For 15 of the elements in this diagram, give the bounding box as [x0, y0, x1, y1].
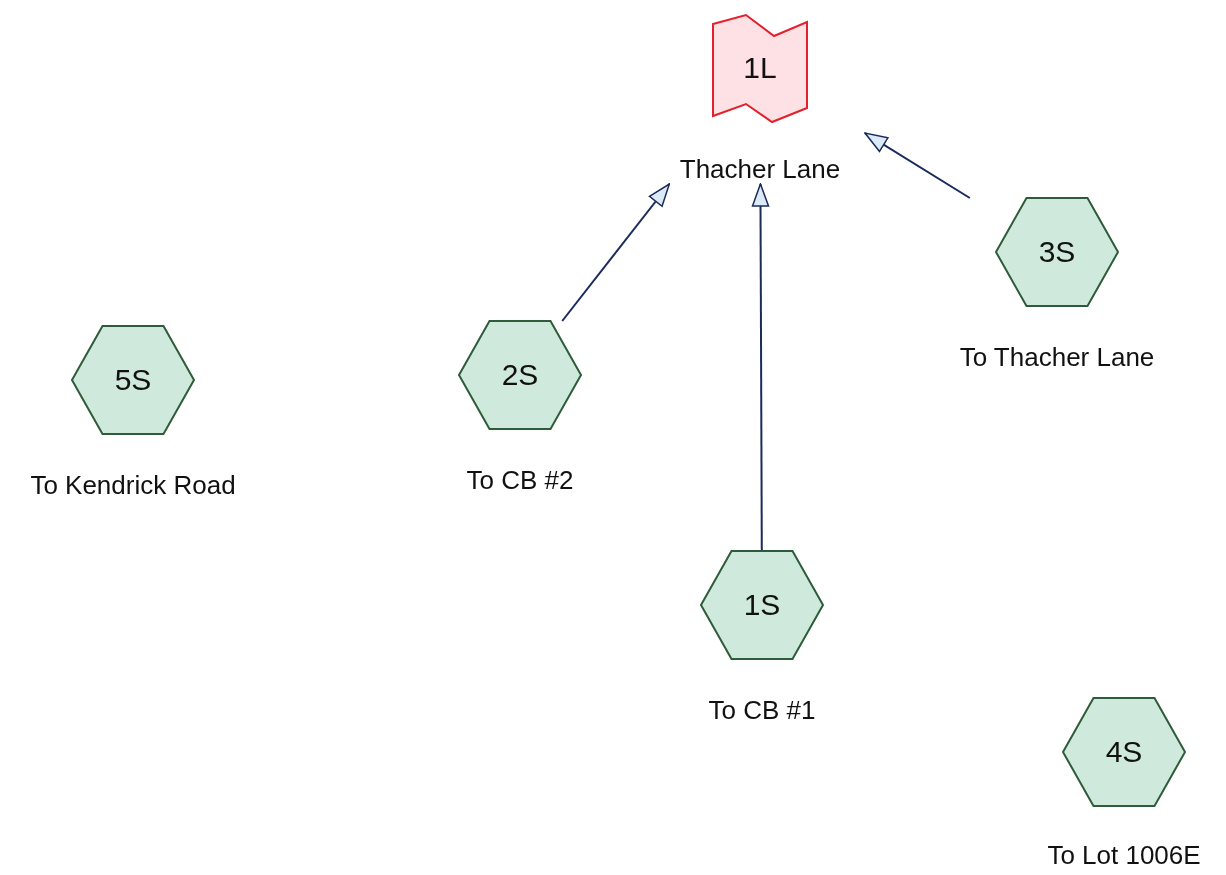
node-label: 3S [1037, 235, 1077, 269]
arrow [864, 132, 971, 199]
node-caption: To CB #1 [708, 695, 816, 725]
node-label: 5S [113, 363, 153, 397]
node-label: 2S [500, 358, 540, 392]
arrow [751, 183, 770, 552]
node-caption: To Thacher Lane [959, 342, 1155, 372]
node-label: 1S [742, 588, 782, 622]
node-caption: To Lot 1006E [1047, 840, 1201, 870]
node-caption: To CB #2 [466, 465, 574, 495]
node-label: 1L [742, 51, 778, 85]
node-caption: To Kendrick Road [30, 470, 236, 500]
node-caption: Thacher Lane [679, 154, 841, 184]
node-label: 4S [1104, 735, 1144, 769]
arrow [561, 183, 671, 322]
